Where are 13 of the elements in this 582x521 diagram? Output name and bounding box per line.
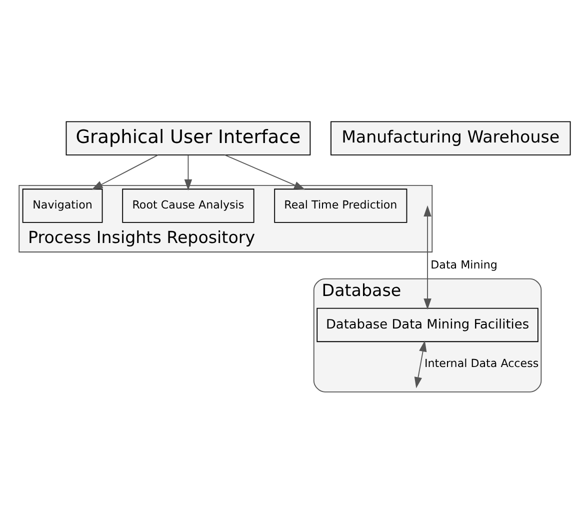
arrow: [414, 340, 427, 388]
edge-label: Data Mining: [430, 258, 498, 272]
node-box: Root Cause Analysis: [122, 188, 254, 223]
arrow: [184, 154, 192, 191]
node-box: Graphical User Interface: [66, 121, 311, 156]
arrow: [224, 154, 306, 190]
node-box: Navigation: [22, 188, 103, 223]
node-box: Real Time Prediction: [274, 188, 408, 223]
edge-label: Internal Data Access: [424, 357, 539, 370]
arrow: [424, 205, 432, 310]
node-box: Database Data Mining Facilities: [316, 308, 538, 342]
arrow: [92, 154, 159, 190]
node-box: Manufacturing Warehouse: [330, 121, 571, 156]
